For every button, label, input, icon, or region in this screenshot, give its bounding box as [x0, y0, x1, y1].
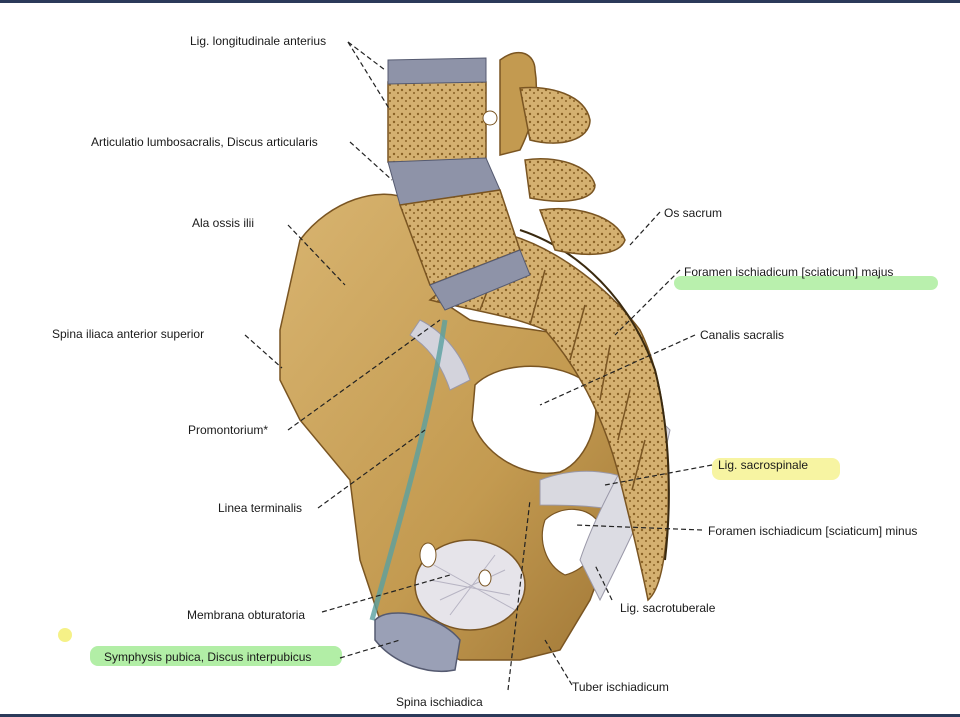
label-ala-ossis-ilii: Ala ossis ilii — [192, 216, 255, 230]
label-lig-sacrotuberale: Lig. sacrotuberale — [620, 601, 716, 615]
label-articulatio-lumbosacralis: Articulatio lumbosacralis, Discus articu… — [91, 135, 318, 149]
label-canalis-sacralis: Canalis sacralis — [700, 328, 785, 342]
highlight-star — [58, 628, 72, 642]
lumbosacral-disc — [429, 249, 531, 311]
pubic-disc — [374, 612, 461, 672]
label-spina-iliaca: Spina iliaca anterior superior — [52, 327, 205, 341]
label-lig-longitudinale-anterius: Lig. longitudinale anterius — [190, 34, 327, 48]
label-membrana-obturatoria: Membrana obturatoria — [187, 608, 306, 622]
label-foramen-majus: Foramen ischiadicum [sciaticum] majus — [684, 265, 894, 279]
label-promontorium: Promontorium* — [188, 423, 269, 437]
disc-1 — [387, 57, 487, 85]
label-linea-terminalis: Linea terminalis — [218, 501, 303, 515]
label-tuber-ischiadicum: Tuber ischiadicum — [572, 680, 669, 694]
top-border — [0, 0, 960, 3]
label-spina-ischiadica: Spina ischiadica — [396, 695, 483, 709]
lumbar-vertebra-1 — [387, 81, 487, 163]
sacrum — [428, 234, 670, 602]
label-os-sacrum: Os sacrum — [664, 206, 723, 220]
label-symphysis-pubica: Symphysis pubica, Discus interpubicus — [104, 650, 312, 664]
highlight-symphysis — [90, 646, 342, 666]
bottom-border — [0, 714, 960, 717]
highlight-foramen-majus — [674, 276, 938, 290]
greater-sciatic-foramen — [471, 365, 597, 474]
highlight-lig-sacrospinale — [712, 458, 840, 480]
label-foramen-minus: Foramen ischiadicum [sciaticum] minus — [708, 524, 918, 538]
label-lig-sacrospinale: Lig. sacrospinale — [718, 458, 809, 472]
